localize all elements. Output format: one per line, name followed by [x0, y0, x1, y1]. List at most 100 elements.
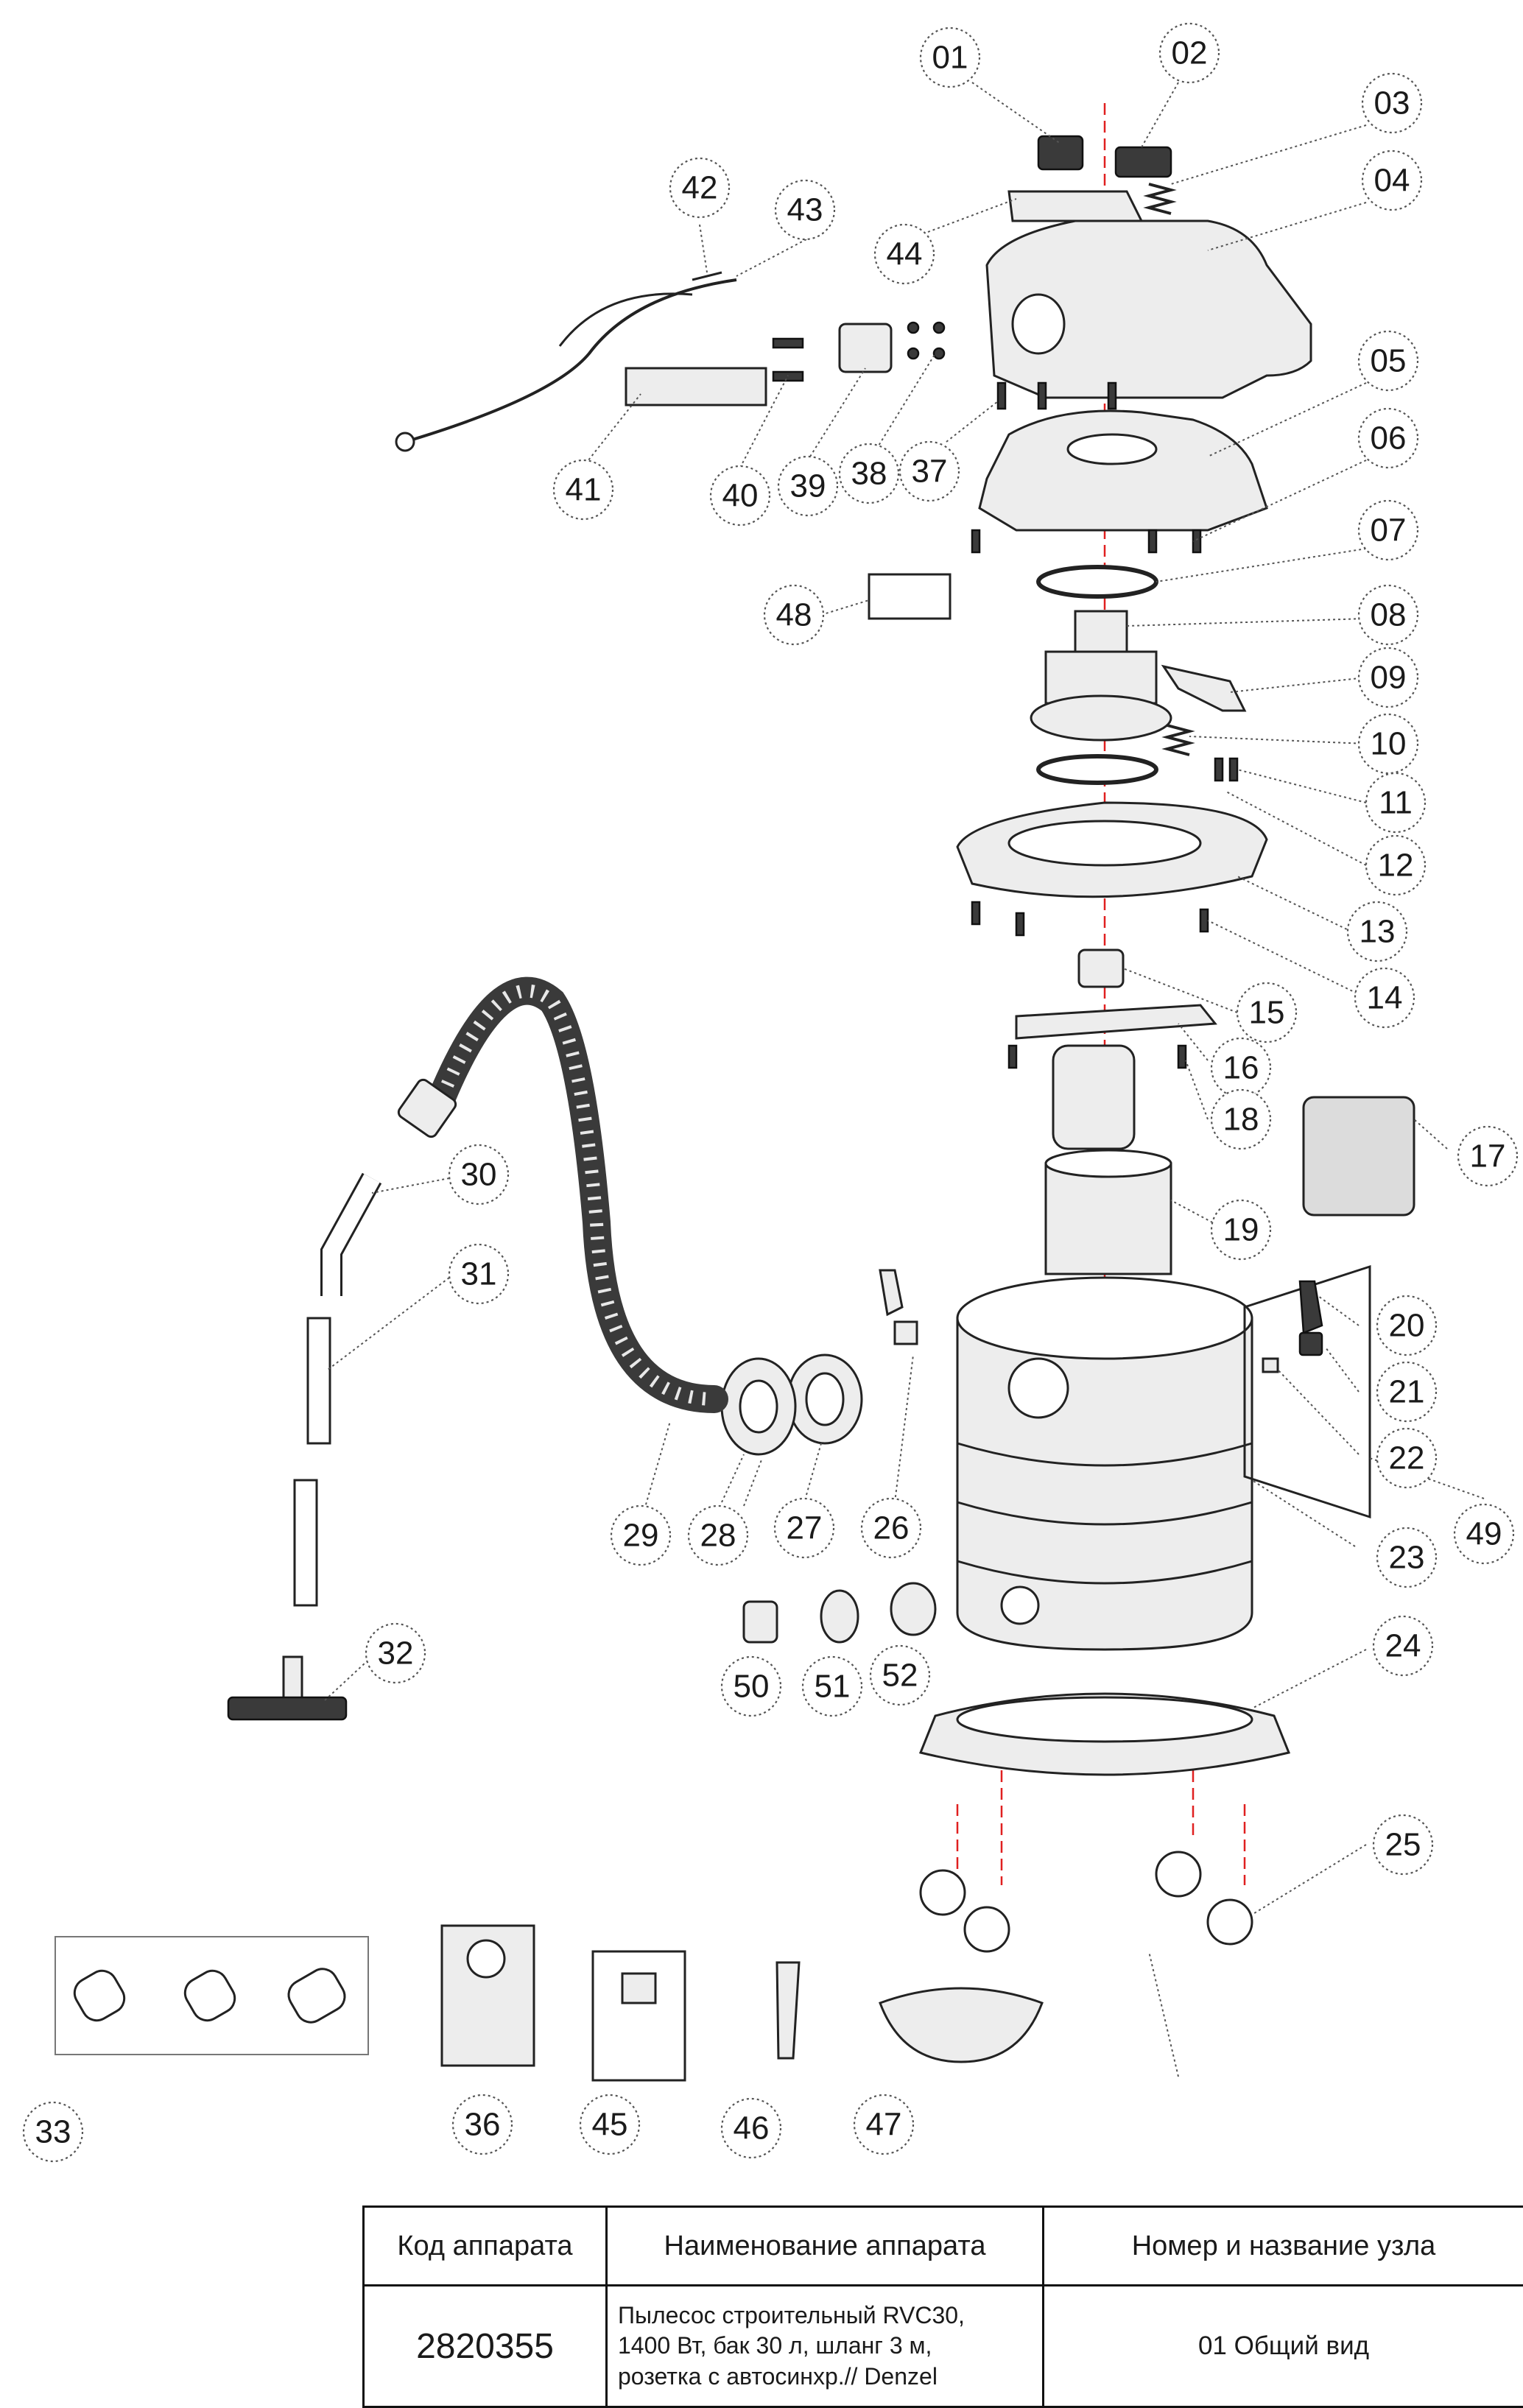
callout-circle: [1357, 713, 1419, 775]
callout-circle: [610, 1504, 672, 1566]
callout-03: 03: [1361, 72, 1423, 134]
callout-12: 12: [1365, 834, 1427, 896]
callout-label: 06: [1371, 420, 1407, 457]
callout-label: 01: [932, 40, 968, 76]
callout-circle: [1158, 22, 1220, 84]
part-19: [1044, 1149, 1172, 1275]
callout-circle: [763, 584, 825, 646]
callout-circle: [1210, 1088, 1272, 1150]
part-17: [1302, 1096, 1415, 1217]
device-name-line: Пылесос строительный RVC30,: [618, 2301, 965, 2328]
callout-circle: [1365, 772, 1427, 834]
callout-circle: [1357, 407, 1419, 469]
part-26: [879, 1269, 918, 1345]
callout-label: 19: [1223, 1212, 1259, 1248]
part-27: [787, 1353, 863, 1445]
callout-label: 02: [1172, 35, 1208, 71]
callout-40: 40: [709, 465, 771, 527]
callout-label: 46: [734, 2110, 770, 2147]
part-24: [918, 1692, 1291, 1776]
callout-52: 52: [869, 1644, 931, 1706]
callout-circle: [919, 27, 981, 88]
callout-18: 18: [1210, 1088, 1272, 1150]
callout-41: 41: [552, 459, 614, 521]
callout-circle: [448, 1243, 510, 1305]
callout-label: 33: [35, 2114, 71, 2150]
info-table-header-row: Код аппарата Наименование аппарата Номер…: [362, 2205, 1523, 2286]
callout-42: 42: [669, 157, 731, 219]
callout-label: 38: [851, 456, 887, 492]
callout-circle: [801, 1655, 863, 1717]
callout-label: 47: [866, 2107, 902, 2143]
part-50: [742, 1600, 778, 1644]
callout-circle: [853, 2094, 915, 2155]
callout-label: 12: [1378, 848, 1414, 884]
callout-label: 43: [787, 192, 823, 228]
part-52: [890, 1582, 937, 1636]
callout-circle: [579, 2094, 641, 2155]
callout-label: 21: [1389, 1374, 1425, 1410]
part-25: [919, 1851, 1253, 1953]
device-code: 2820355: [362, 2284, 608, 2408]
callout-36: 36: [451, 2094, 513, 2155]
callout-circle: [838, 443, 900, 504]
callout-46: 46: [720, 2097, 782, 2159]
callout-22: 22: [1376, 1427, 1438, 1489]
callout-circle: [1376, 1527, 1438, 1588]
callout-circle: [1361, 149, 1423, 211]
callout-circle: [1210, 1037, 1272, 1099]
callout-label: 18: [1223, 1102, 1259, 1138]
info-table-value-row: 2820355 Пылесос строительный RVC30, 1400…: [362, 2284, 1523, 2408]
part-01: [1037, 135, 1084, 171]
callout-label: 05: [1371, 343, 1407, 379]
part-05: [978, 409, 1268, 532]
callout-circle: [1357, 330, 1419, 392]
part-08: [1030, 610, 1172, 742]
callout-label: 39: [790, 468, 826, 504]
callout-circle: [1346, 901, 1408, 962]
device-name: Пылесос строительный RVC30, 1400 Вт, бак…: [605, 2284, 1044, 2408]
callout-label: 22: [1389, 1440, 1425, 1476]
part-36: [440, 1924, 535, 2067]
callout-06: 06: [1357, 407, 1419, 469]
callout-15: 15: [1236, 982, 1298, 1043]
callout-label: 45: [592, 2107, 628, 2143]
callout-label: 08: [1371, 597, 1407, 633]
callout-label: 23: [1389, 1540, 1425, 1576]
part-28: [720, 1357, 797, 1456]
callout-label: 20: [1389, 1308, 1425, 1344]
callout-circle: [1357, 499, 1419, 561]
callout-label: 29: [623, 1518, 659, 1554]
callout-31: 31: [448, 1243, 510, 1305]
part-41-43: [395, 271, 767, 452]
callout-label: 07: [1371, 513, 1407, 549]
part-47: [879, 1987, 1044, 2063]
part-04: [985, 219, 1312, 399]
callout-circle: [898, 440, 960, 502]
callout-circle: [777, 455, 839, 517]
device-name-line: розетка с автосинхр.// Denzel: [618, 2362, 938, 2390]
callout-label: 11: [1379, 785, 1413, 821]
callout-circle: [720, 2097, 782, 2159]
callout-09: 09: [1357, 647, 1419, 708]
callout-circle: [1376, 1427, 1438, 1489]
callout-circle: [1372, 1814, 1434, 1876]
callout-circle: [1453, 1503, 1515, 1565]
callout-39: 39: [777, 455, 839, 517]
screws: [971, 381, 1239, 1069]
part-51: [820, 1589, 859, 1644]
callout-11: 11: [1365, 772, 1427, 834]
callout-05: 05: [1357, 330, 1419, 392]
part-23: [956, 1276, 1253, 1651]
callout-51: 51: [801, 1655, 863, 1717]
callout-23: 23: [1376, 1527, 1438, 1588]
callout-43: 43: [774, 179, 836, 241]
callout-label: 52: [882, 1658, 918, 1694]
callout-04: 04: [1361, 149, 1423, 211]
part-46: [775, 1961, 801, 2060]
callout-label: 36: [465, 2107, 501, 2143]
part-45: [591, 1950, 686, 2082]
callout-circle: [1354, 967, 1415, 1029]
callout-circle: [774, 179, 836, 241]
callout-label: 03: [1374, 85, 1410, 122]
